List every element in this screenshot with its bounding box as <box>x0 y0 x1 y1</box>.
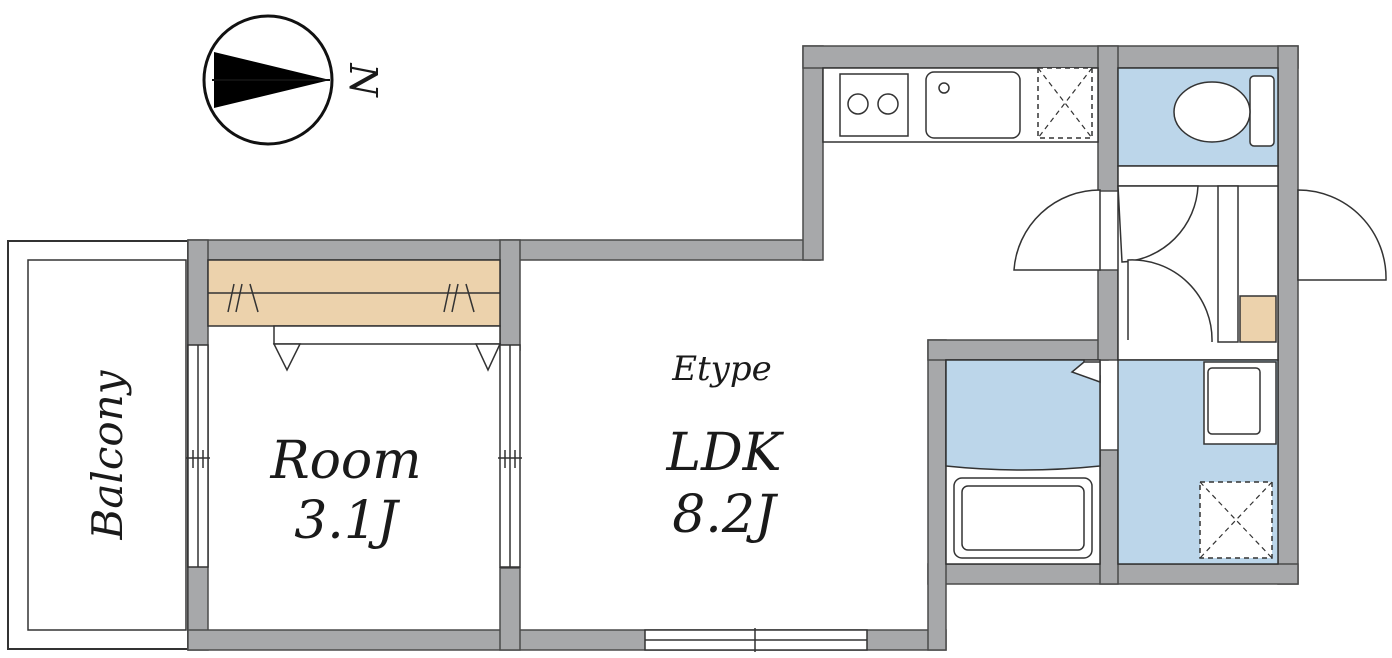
kitchen <box>822 67 1099 143</box>
toilet-bowl-icon <box>1173 81 1251 143</box>
closet <box>207 259 502 372</box>
entrance <box>1013 165 1387 361</box>
washroom <box>1117 359 1279 565</box>
bathroom <box>945 359 1101 565</box>
room-size: 3.1J <box>294 491 401 551</box>
sink-icon <box>925 71 1021 139</box>
ldk-label: LDK <box>665 423 784 483</box>
type-label: Etype <box>671 349 772 389</box>
balcony-label: Balcony <box>83 369 132 540</box>
compass: N <box>202 14 385 146</box>
washer-space-icon <box>1199 481 1273 559</box>
north-label: N <box>341 62 385 98</box>
room-label: Room <box>269 431 421 491</box>
toilet-tank-icon <box>1249 75 1275 147</box>
balcony: Balcony <box>7 240 189 650</box>
toilet-room <box>1117 67 1279 167</box>
windows <box>186 344 868 652</box>
ldk-size: 8.2J <box>672 485 779 545</box>
